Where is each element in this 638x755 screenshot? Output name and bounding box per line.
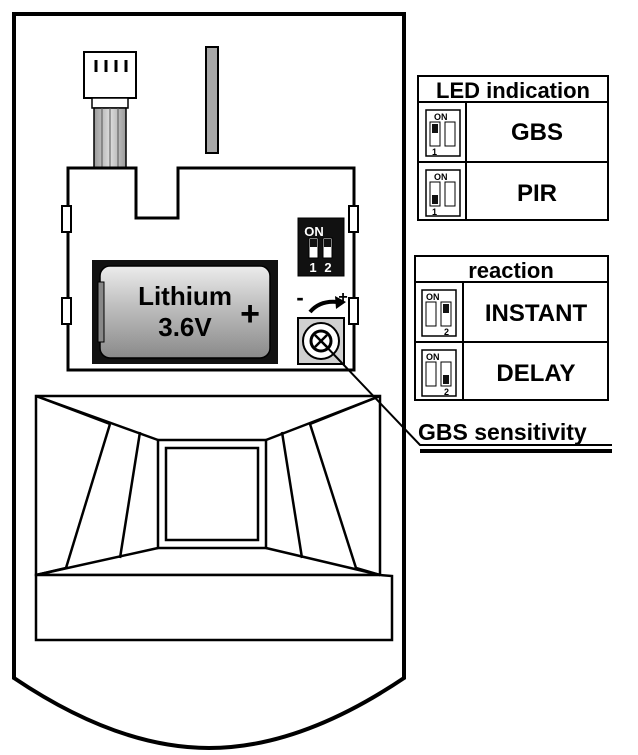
battery-plus-sign: + bbox=[240, 295, 260, 333]
svg-text:ON: ON bbox=[426, 352, 440, 362]
battery-label-line2: 3.6V bbox=[158, 312, 212, 342]
cable-connector bbox=[83, 51, 137, 109]
potentiometer-minus-label: - bbox=[296, 285, 303, 310]
svg-text:2: 2 bbox=[444, 387, 449, 397]
dip-switch-label-2: 2 bbox=[324, 260, 331, 275]
svg-text:ON: ON bbox=[434, 112, 448, 122]
battery-label-line1: Lithium bbox=[138, 281, 232, 311]
arrow-head-icon bbox=[335, 296, 346, 309]
svg-text:2: 2 bbox=[444, 327, 449, 337]
sensitivity-arc-arrow bbox=[308, 299, 339, 314]
dip-switch[interactable]: ON 1 2 bbox=[297, 217, 345, 277]
board-clip-left-bottom bbox=[61, 297, 72, 325]
reaction-table-title: reaction bbox=[468, 258, 554, 283]
svg-text:1: 1 bbox=[432, 147, 437, 157]
reaction-row-delay-switch-icon: ON 2 bbox=[421, 349, 457, 397]
led-row-gbs-switch-icon: ON 1 bbox=[425, 109, 461, 157]
led-row-gbs-label: GBS bbox=[511, 119, 563, 146]
svg-text:ON: ON bbox=[426, 292, 440, 302]
battery: Lithium 3.6V + bbox=[92, 260, 278, 364]
led-indication-table: LED indication ON 1 GBS ON 1 PIR bbox=[417, 75, 609, 221]
svg-text:1: 1 bbox=[432, 207, 437, 217]
svg-text:ON: ON bbox=[434, 172, 448, 182]
dip-switch-label-1: 1 bbox=[309, 260, 316, 275]
reaction-row-delay-label: DELAY bbox=[496, 360, 575, 387]
board-clip-right-top bbox=[348, 205, 359, 233]
potentiometer-plus-label: + bbox=[338, 289, 347, 306]
dip-switch-on-label: ON bbox=[304, 224, 324, 239]
callout-label: GBS sensitivity bbox=[418, 419, 587, 445]
reaction-row-instant-label: INSTANT bbox=[485, 300, 588, 327]
callout-leader bbox=[320, 340, 612, 453]
led-table-title: LED indication bbox=[436, 78, 590, 103]
led-row-pir-switch-icon: ON 1 bbox=[425, 169, 461, 217]
reaction-table: reaction ON 2 INSTANT ON 2 DELAY bbox=[414, 255, 609, 401]
led-row-pir-label: PIR bbox=[517, 180, 557, 207]
board-clip-left-top bbox=[61, 205, 72, 233]
reaction-row-instant-switch-icon: ON 2 bbox=[421, 289, 457, 337]
antenna bbox=[205, 46, 219, 154]
board-clip-right-bottom bbox=[348, 297, 359, 325]
lens-window bbox=[34, 394, 394, 642]
